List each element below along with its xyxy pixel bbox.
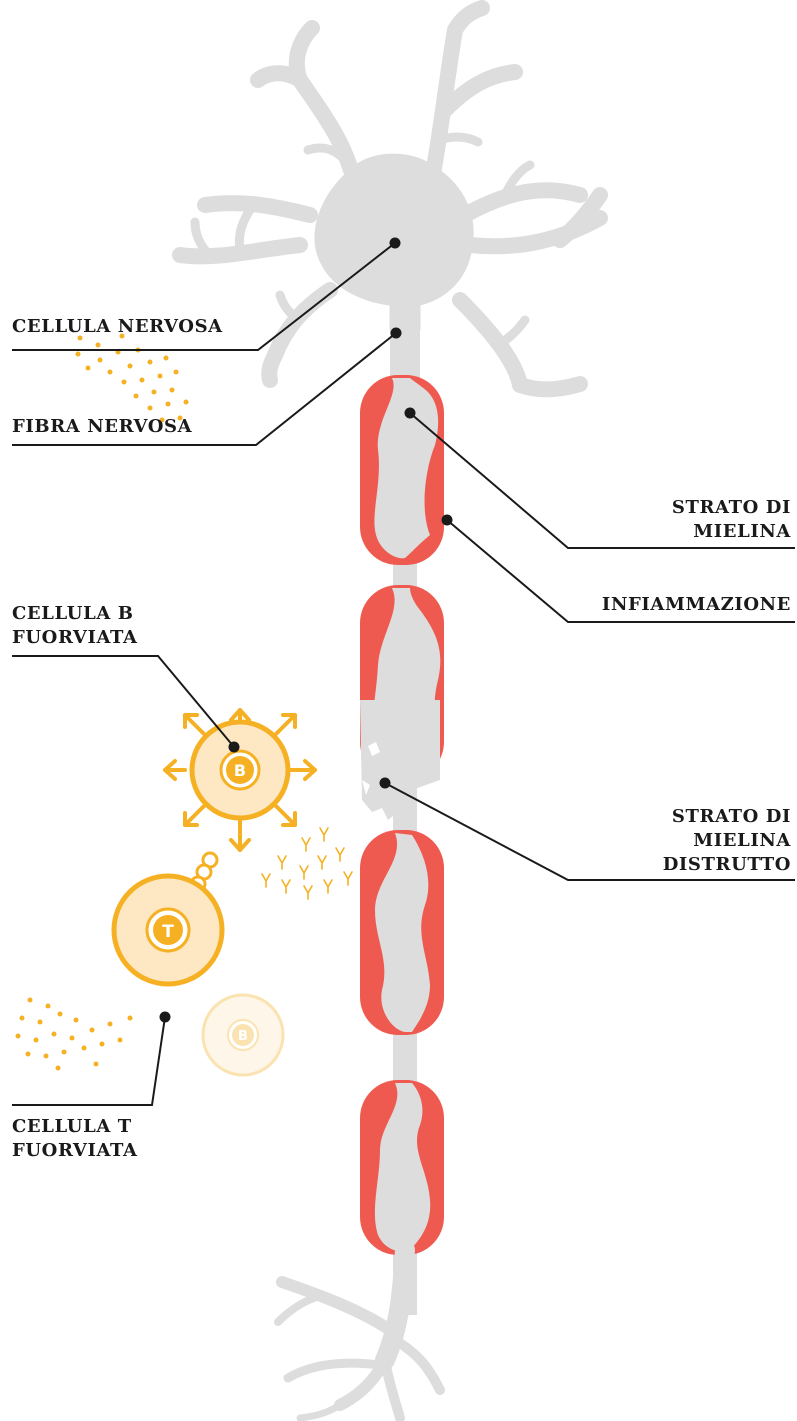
faded-b-cell: B <box>203 995 283 1075</box>
myelin-segment-4 <box>360 1080 444 1255</box>
myelin-segment-3 <box>360 830 444 1035</box>
label-cellula-b: CELLULA B FUORVIATA <box>12 602 138 650</box>
myelin-segment-2 <box>360 585 444 822</box>
myelin-segment-1 <box>360 375 444 565</box>
t-cell: T <box>114 876 222 984</box>
label-strato-mielina-line-1: STRATO DI <box>672 496 791 520</box>
label-strato-mielina-line-2: MIELINA <box>672 520 791 544</box>
label-strato-distrutto-line-1: STRATO DI <box>663 805 791 829</box>
label-cellula-t-line-1: CELLULA T <box>12 1115 138 1139</box>
faded-b-cell-letter: B <box>238 1029 248 1044</box>
label-cellula-t-line-2: FUORVIATA <box>12 1139 138 1163</box>
label-strato-distrutto: STRATO DI MIELINA DISTRUTTO <box>663 805 791 877</box>
label-strato-distrutto-line-2: MIELINA <box>663 829 791 853</box>
label-strato-distrutto-line-3: DISTRUTTO <box>663 853 791 877</box>
label-cellula-nervosa: CELLULA NERVOSA <box>12 315 223 339</box>
t-cell-letter: T <box>162 922 174 942</box>
label-infiammazione: INFIAMMAZIONE <box>602 593 791 617</box>
leader-cellula-t <box>12 1017 165 1105</box>
antibody-icons <box>262 828 352 899</box>
label-cellula-t: CELLULA T FUORVIATA <box>12 1115 138 1163</box>
label-cellula-b-line-2: FUORVIATA <box>12 626 138 650</box>
b-cell: B <box>165 710 315 850</box>
label-fibra-nervosa: FIBRA NERVOSA <box>12 415 192 439</box>
b-cell-letter: B <box>234 761 246 780</box>
label-cellula-b-line-1: CELLULA B <box>12 602 138 626</box>
label-strato-mielina: STRATO DI MIELINA <box>672 496 791 544</box>
